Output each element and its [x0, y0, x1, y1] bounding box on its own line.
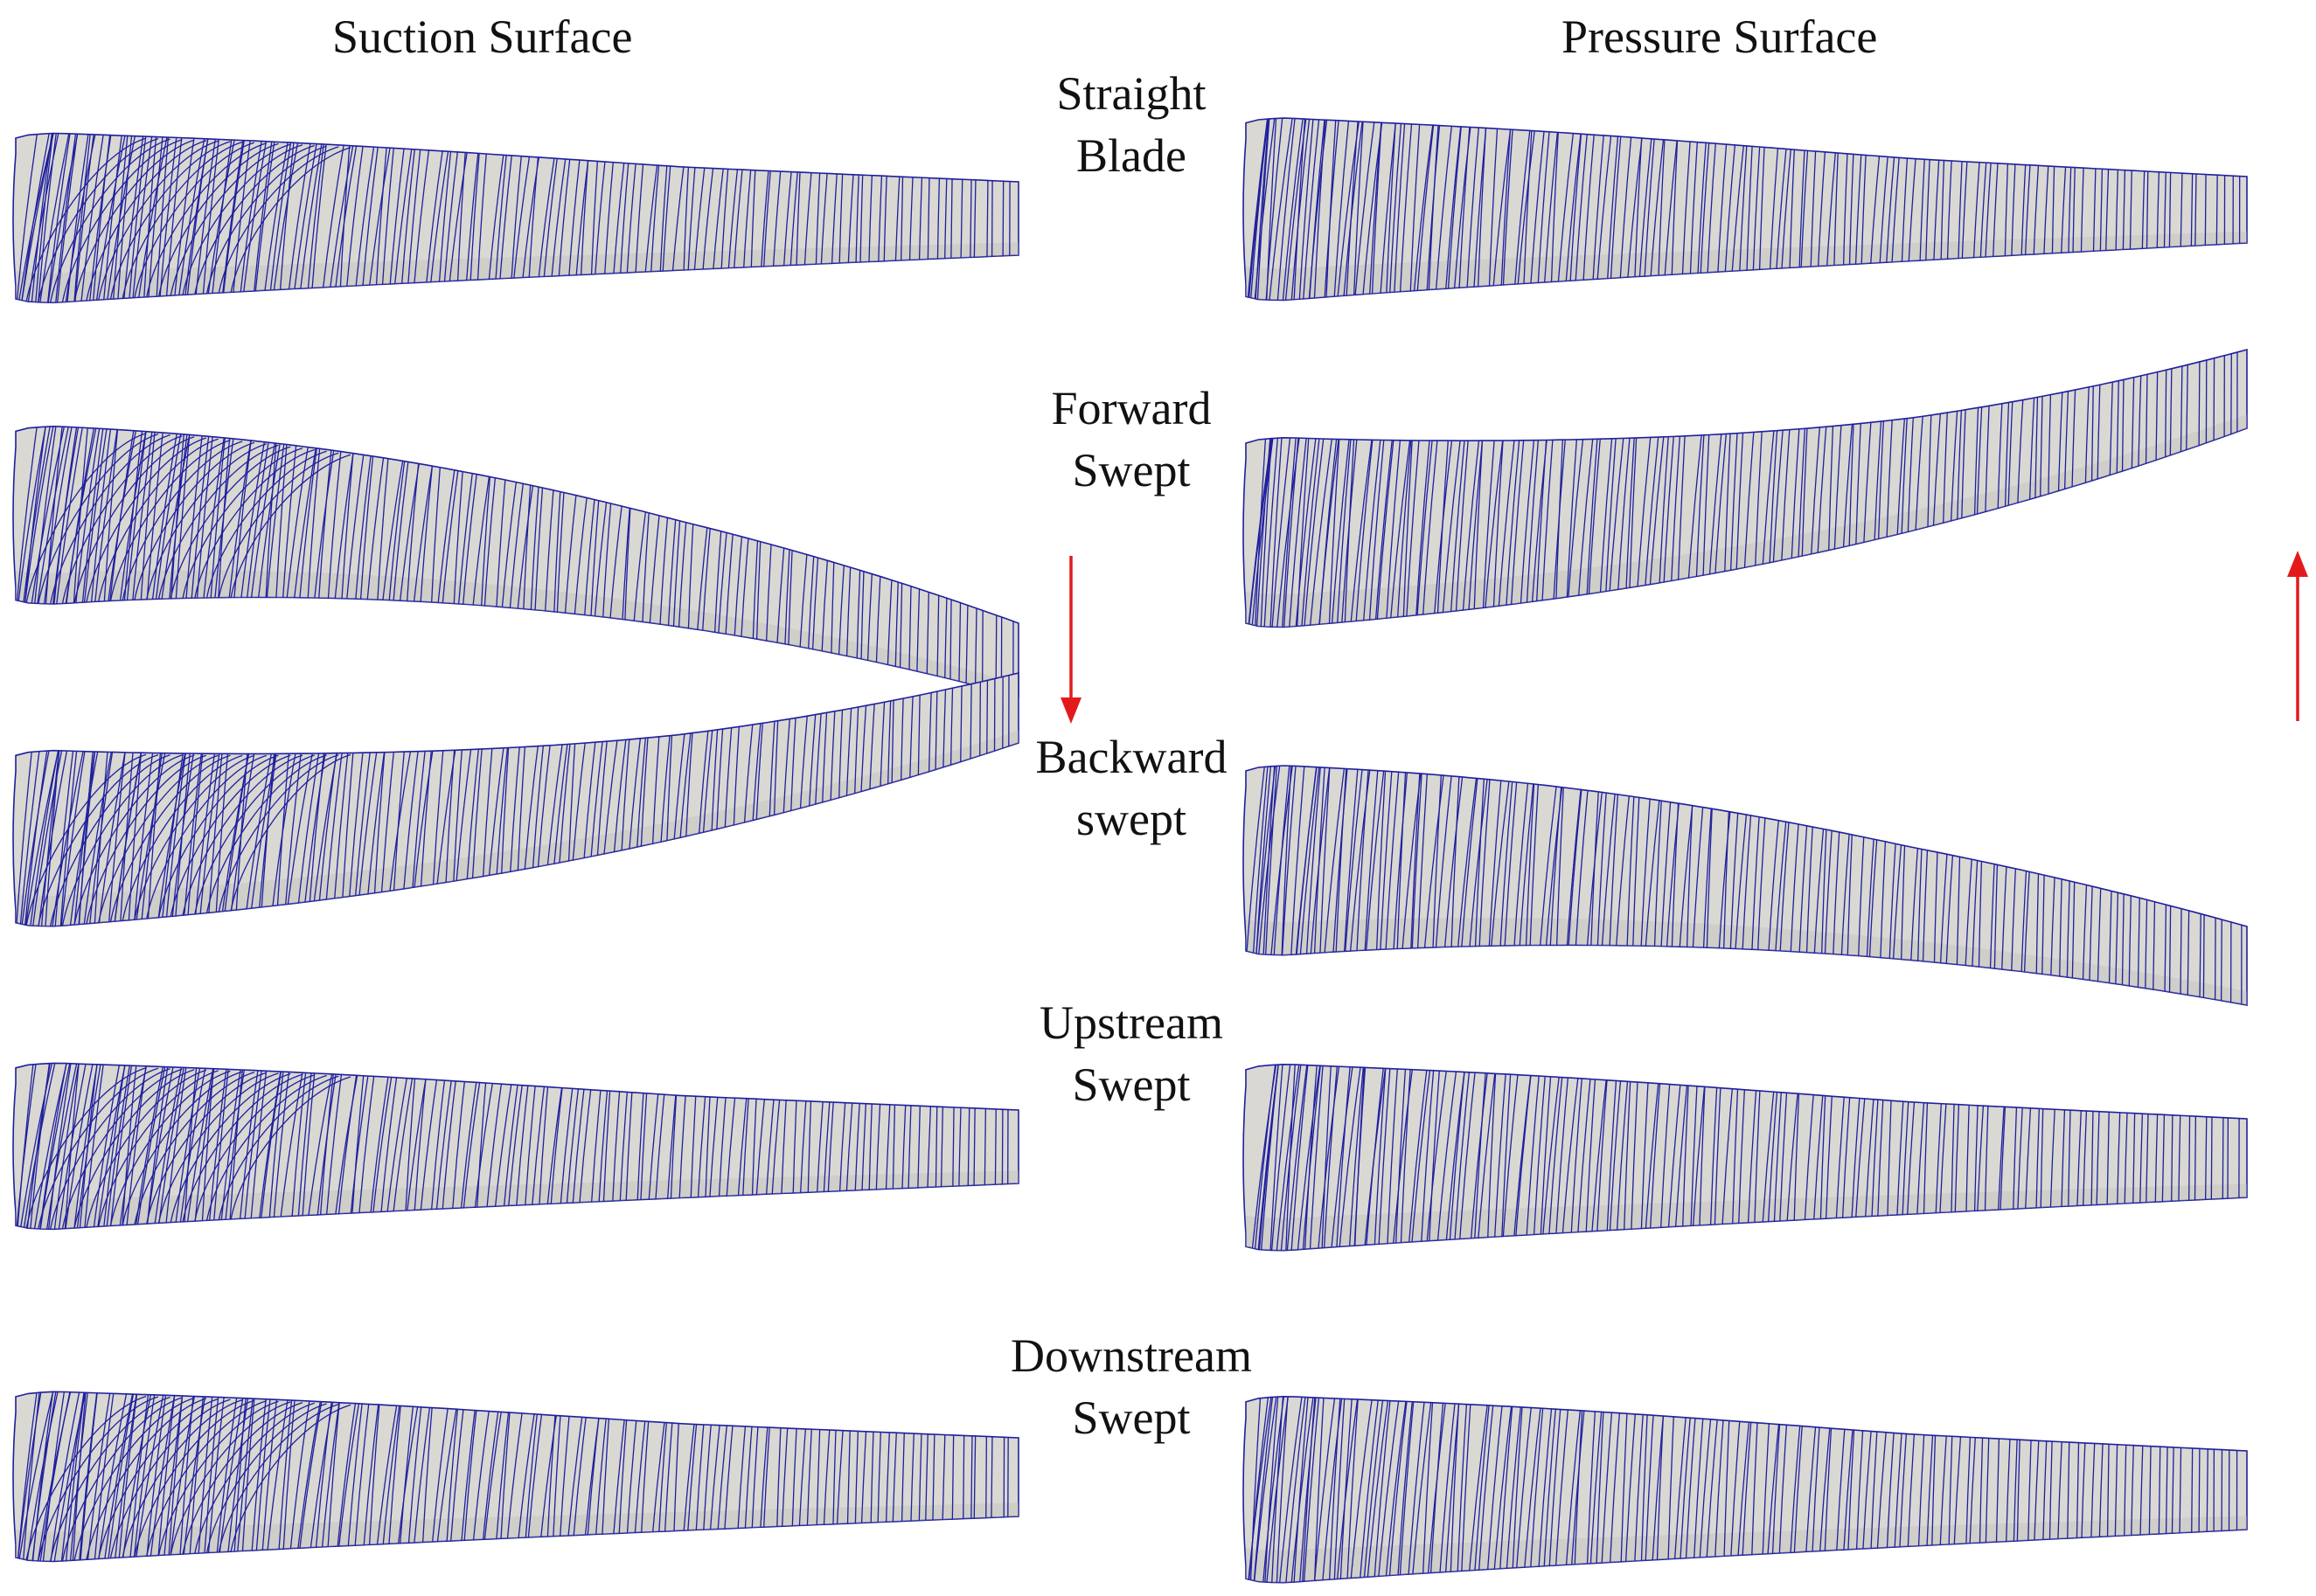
streamlines	[16, 133, 1011, 303]
row-label-upstream: Upstream Swept	[991, 992, 1271, 1116]
streamlines	[1247, 1396, 2238, 1583]
blade-surface	[1242, 348, 2248, 628]
blade-surface	[12, 671, 1019, 927]
blade-pressure-backward	[1242, 765, 2248, 1006]
blade-pressure-downstream	[1242, 1395, 2248, 1584]
row-label-line2: Swept	[1072, 1058, 1191, 1111]
arrow-up-icon	[2287, 551, 2308, 721]
blade-suction-backward	[12, 671, 1019, 927]
streamlines	[1246, 766, 2243, 1005]
row-label-line2: Swept	[1072, 1391, 1191, 1444]
row-label-line2: Blade	[1076, 129, 1186, 182]
blade-pressure-straight	[1242, 117, 2248, 302]
blade-surface	[1242, 1395, 2248, 1584]
blade-surface	[1242, 117, 2248, 302]
row-label-forward: Forward Swept	[991, 378, 1271, 502]
row-label-line1: Forward	[1051, 382, 1212, 434]
blade-suction-straight	[12, 132, 1019, 304]
streamlines	[1247, 118, 2241, 301]
streamlines	[1251, 1064, 2240, 1251]
row-label-straight: Straight Blade	[991, 63, 1271, 187]
blade-suction-upstream	[12, 1062, 1019, 1231]
row-label-line1: Straight	[1056, 67, 1207, 120]
column-title-suction: Suction Surface	[332, 10, 633, 63]
row-label-line1: Backward	[1035, 731, 1228, 783]
row-label-downstream: Downstream Swept	[991, 1325, 1271, 1449]
blade-suction-downstream	[12, 1391, 1019, 1563]
row-label-line2: Swept	[1072, 444, 1191, 496]
blade-pressure-forward	[1242, 348, 2248, 628]
blade-surface	[1242, 1063, 2248, 1252]
blade-suction-forward	[12, 425, 1019, 698]
column-title-pressure: Pressure Surface	[1561, 10, 1878, 63]
row-label-backward: Backward swept	[991, 726, 1271, 850]
streamlines	[17, 1391, 1009, 1562]
streamlines	[16, 673, 1010, 926]
row-label-line1: Downstream	[1011, 1329, 1252, 1382]
row-label-line1: Upstream	[1040, 996, 1223, 1049]
blade-pressure-upstream	[1242, 1063, 2248, 1252]
streamlines	[16, 426, 1014, 697]
row-label-line2: swept	[1076, 793, 1186, 845]
streamlines	[1248, 350, 2238, 628]
streamlines	[16, 1063, 1009, 1230]
arrow-down-icon	[1061, 556, 1081, 724]
